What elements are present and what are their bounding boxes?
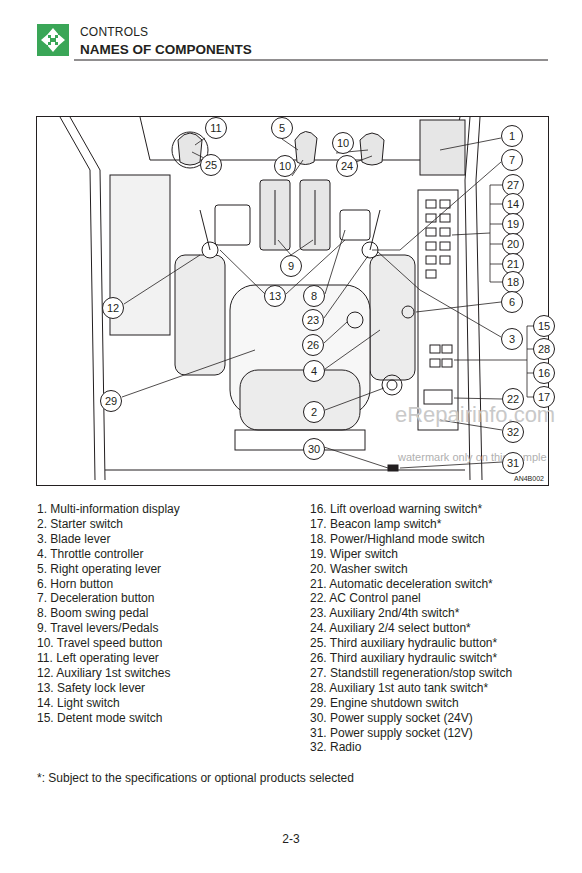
callout-number: 10	[332, 132, 354, 154]
arrows-symbol	[41, 28, 65, 52]
callout-number: 29	[100, 390, 122, 412]
component-name: 13. Safety lock lever	[37, 682, 145, 696]
callout-number: 9	[280, 255, 302, 277]
callout-number: 17	[533, 386, 555, 408]
callout-number: 24	[336, 155, 358, 177]
component-name: 24. Auxiliary 2/4 select button*	[310, 622, 471, 636]
callout-number: 26	[302, 334, 324, 356]
component-name: 30. Power supply socket (24V)	[310, 712, 473, 726]
component-name: 20. Washer switch	[310, 563, 408, 577]
callout-number: 28	[533, 338, 555, 360]
callout-number: 15	[533, 315, 555, 337]
callout-number: 20	[502, 233, 524, 255]
callout-number: 30	[303, 438, 325, 460]
component-name: 26. Third auxiliary hydraulic switch*	[310, 652, 497, 666]
footnote: *: Subject to the specifications or opti…	[37, 772, 354, 786]
component-name: 7. Deceleration button	[37, 592, 154, 606]
callout-number: 2	[303, 401, 325, 423]
section-header: CONTROLS	[80, 26, 148, 40]
component-name: 21. Automatic deceleration switch*	[310, 578, 493, 592]
callout-number: 31	[502, 452, 524, 474]
callout-number: 6	[501, 291, 523, 313]
callout-number: 3	[501, 328, 523, 350]
callout-number: 19	[502, 213, 524, 235]
section-icon	[37, 24, 69, 56]
callout-number: 8	[303, 285, 325, 307]
component-name: 19. Wiper switch	[310, 548, 398, 562]
watermark: eRepairinfo.com	[395, 402, 555, 427]
callout-number: 14	[502, 193, 524, 215]
component-name: 15. Detent mode switch	[37, 712, 162, 726]
callout-number: 25	[200, 154, 222, 176]
header-rule	[74, 60, 548, 61]
figure-frame	[37, 117, 549, 486]
callout-number: 5	[271, 117, 293, 139]
component-name: 9. Travel levers/Pedals	[37, 622, 158, 636]
component-name: 10. Travel speed button	[37, 637, 162, 651]
component-name: 12. Auxiliary 1st switches	[37, 667, 170, 681]
component-name: 4. Throttle controller	[37, 548, 144, 562]
component-name: 22. AC Control panel	[310, 592, 421, 606]
component-name: 11. Left operating lever	[37, 652, 159, 666]
component-name: 16. Lift overload warning switch*	[310, 503, 482, 517]
component-name: 3. Blade lever	[37, 533, 110, 547]
page-number: 2-3	[282, 833, 299, 847]
callout-number: 12	[102, 297, 124, 319]
callout-number: 18	[502, 271, 524, 293]
callout-number: 32	[502, 421, 524, 443]
component-name: 8. Boom swing pedal	[37, 607, 148, 621]
component-name: 1. Multi-information display	[37, 503, 180, 517]
page-title: NAMES OF COMPONENTS	[80, 42, 252, 57]
figure-code: AN4B002	[514, 475, 544, 483]
callout-number: 22	[502, 388, 524, 410]
component-name: 27. Standstill regeneration/stop switch	[310, 667, 512, 681]
component-name: 5. Right operating lever	[37, 563, 161, 577]
component-name: 31. Power supply socket (12V)	[310, 727, 473, 741]
component-name: 18. Power/Highland mode switch	[310, 533, 485, 547]
callout-number: 7	[501, 149, 523, 171]
component-name: 23. Auxiliary 2nd/4th switch*	[310, 607, 459, 621]
component-name: 28. Auxiliary 1st auto tank switch*	[310, 682, 488, 696]
component-name: 25. Third auxiliary hydraulic button*	[310, 637, 497, 651]
component-name: 2. Starter switch	[37, 518, 123, 532]
callout-number: 11	[205, 117, 227, 139]
callout-number: 13	[264, 285, 286, 307]
callout-number: 1	[501, 125, 523, 147]
callout-number: 16	[533, 362, 555, 384]
component-name: 32. Radio	[310, 741, 361, 755]
callout-number: 10	[274, 155, 296, 177]
callout-number: 23	[302, 309, 324, 331]
component-name: 17. Beacon lamp switch*	[310, 518, 441, 532]
component-name: 29. Engine shutdown switch	[310, 697, 459, 711]
component-name: 6. Horn button	[37, 578, 113, 592]
callout-number: 4	[303, 360, 325, 382]
watermark: watermark only on this sample	[398, 451, 547, 464]
component-name: 14. Light switch	[37, 697, 120, 711]
